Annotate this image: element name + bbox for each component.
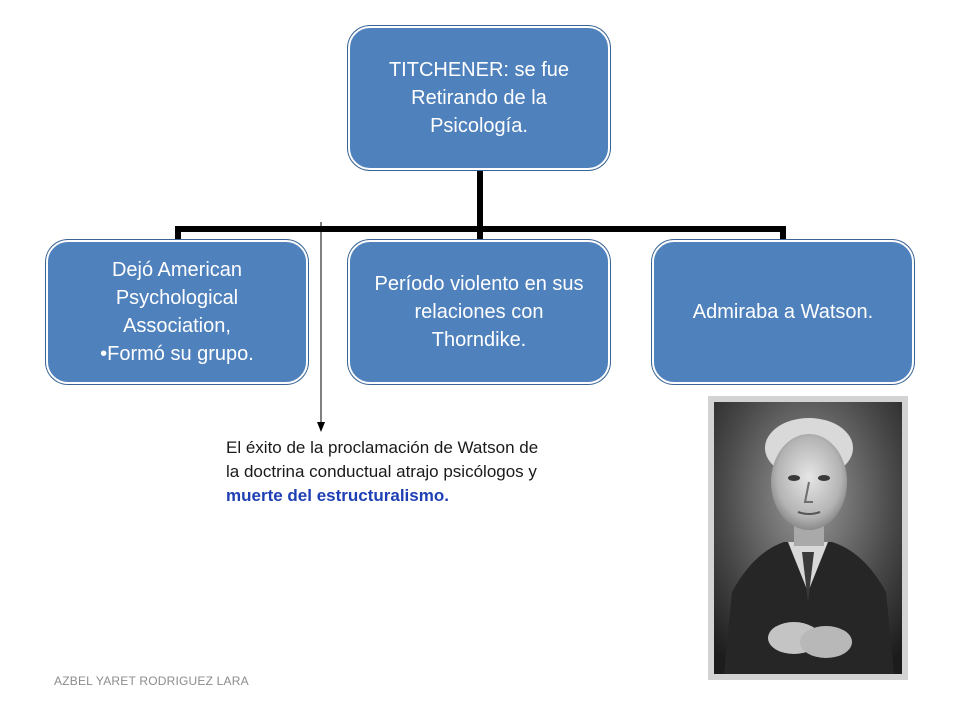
footer-author: AZBEL YARET RODRIGUEZ LARA (54, 674, 249, 688)
node-line: Psicología. (430, 115, 528, 137)
node-line: Retirando de la (411, 87, 547, 109)
portrait-photo-icon (714, 402, 902, 674)
portrait-frame (708, 396, 908, 680)
node-child-text: Período violento en sus relaciones con T… (374, 270, 583, 354)
annotation-caption: El éxito de la proclamación de Watson de… (226, 436, 646, 508)
node-line: relaciones con (414, 301, 544, 323)
node-line: Dejó American (111, 259, 243, 281)
node-periodo-violento: Período violento en sus relaciones con T… (348, 240, 610, 384)
node-child-text: Dejó American Psychological Association,… (100, 256, 254, 368)
node-titchener: TITCHENER: se fue Retirando de la Psicol… (348, 26, 610, 170)
node-line: Thorndike. (431, 329, 527, 351)
node-line: •Formó su grupo. (100, 343, 254, 365)
node-titchener-text: TITCHENER: se fue Retirando de la Psicol… (389, 56, 569, 140)
node-american-psychological-association: Dejó American Psychological Association,… (46, 240, 308, 384)
node-line: Psychological (115, 287, 239, 309)
node-child-text: Admiraba a Watson. (693, 298, 873, 326)
node-line: Período violento en sus (374, 273, 584, 295)
node-line: TITCHENER: se fue (388, 59, 570, 81)
node-admiraba-watson: Admiraba a Watson. (652, 240, 914, 384)
node-line: Admiraba a Watson. (692, 301, 874, 323)
caption-line-2: la doctrina conductual atrajo psicólogos… (226, 462, 537, 481)
caption-highlight: muerte del estructuralismo. (226, 486, 449, 505)
caption-line-1: El éxito de la proclamación de Watson de (226, 438, 539, 457)
node-line: Association, (123, 315, 231, 337)
annotation-arrow-head (317, 422, 325, 432)
